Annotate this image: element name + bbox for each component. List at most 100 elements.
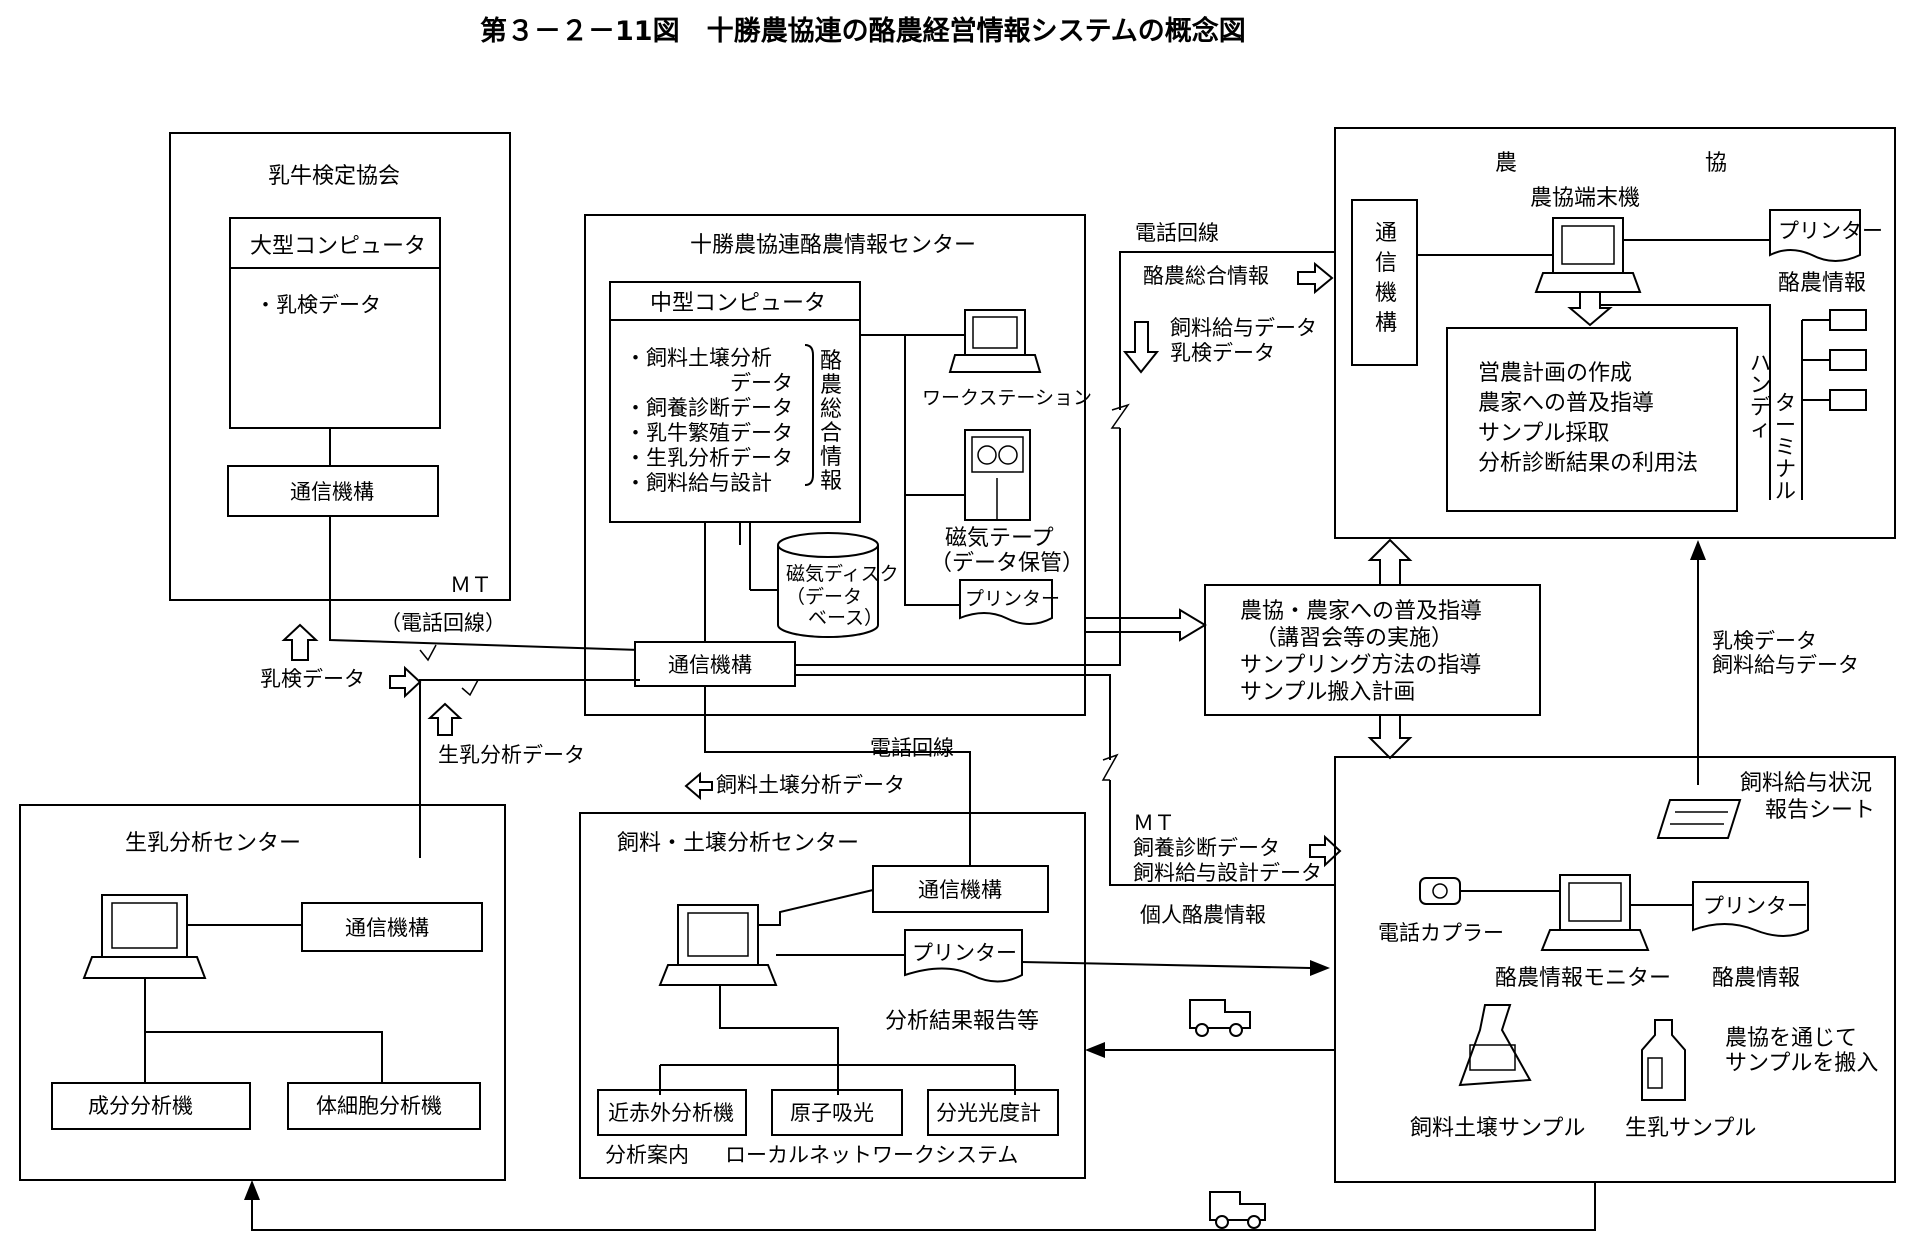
feeding-design-label: 飼料給与設計データ [1133, 861, 1322, 885]
inst-3-box [927, 1089, 1059, 1136]
feed-guide-label: 分析案内 [605, 1143, 689, 1167]
truck-icon-2 [1209, 1191, 1266, 1229]
raw-milk-pc-icon [82, 894, 207, 979]
feeding-diag-label: 飼養診断データ [1133, 836, 1280, 860]
feed-printer-icon [904, 929, 1023, 983]
farm-note-0: 農協を通じて [1725, 1026, 1857, 1051]
large-computer-box [229, 217, 441, 429]
phone-line-top: 電話回線 [1135, 221, 1219, 245]
brace-label-3: 合 [820, 421, 842, 446]
raw-milk-center-box [19, 804, 506, 1181]
guidance-down-arrow [1367, 714, 1413, 760]
milk-check-data-item: ・乳検データ [255, 293, 381, 317]
handy-3: ィ [1750, 417, 1771, 441]
center-item-2: ・飼養診断データ [625, 396, 793, 420]
milk-check-label: 乳検データ [1170, 341, 1275, 365]
handy-terminal-2 [1829, 349, 1867, 371]
center-item-4: ・生乳分析データ [625, 446, 793, 470]
farm-printer-caption: 酪農情報 [1712, 966, 1800, 991]
feed-comm-box [872, 865, 1049, 913]
analyzer-2-label: 体細胞分析機 [316, 1094, 442, 1118]
handy-1: ン [1750, 373, 1771, 397]
disk-label-2: ベース） [808, 607, 883, 629]
handy-terminal-3 [1829, 389, 1867, 411]
return-arrowhead [244, 1180, 260, 1200]
feed-lan-label: ローカルネットワークシステム [725, 1143, 1018, 1167]
feeding-diag-arrow [1309, 834, 1342, 868]
guidance-up-arrow [1367, 538, 1413, 586]
analyzer-1-label: 成分分析機 [88, 1094, 193, 1118]
milk-assoc-mt: ＭＴ [450, 573, 492, 597]
milk-check-left-label: 乳検データ [260, 667, 365, 691]
mt-label-2: ＭＴ [1133, 811, 1175, 835]
milk-sample-label: 生乳サンプル [1625, 1116, 1756, 1141]
nokyo-terminal-label: 農協端末機 [1530, 186, 1640, 211]
nokyo-comm-1: 信 [1375, 251, 1397, 276]
disk-label-0: 磁気ディスク [786, 563, 899, 585]
report-to-farm-arrowhead [1310, 960, 1330, 976]
center-item-1b: データ [730, 371, 793, 395]
telephone-icon [1419, 877, 1461, 905]
feed-sheet-1: 報告シート [1765, 798, 1875, 823]
raw-milk-comm-box [301, 902, 483, 952]
feed-pc-icon [658, 904, 778, 986]
raw-milk-data-label: 生乳分析データ [438, 743, 585, 767]
brace-label-4: 情 [820, 445, 842, 470]
brace-label-5: 報 [820, 469, 842, 494]
nokyo-task-3: 分析診断結果の利用法 [1478, 451, 1698, 476]
center-item-3: ・乳牛繁殖データ [625, 421, 793, 445]
info-center-title: 十勝農協連酪農情報センター [690, 233, 976, 258]
nokyo-title-a: 農 [1495, 151, 1517, 176]
dairy-info-arrow [1297, 261, 1334, 295]
phone-line-paren: （電話回線） [380, 611, 506, 635]
phone-line-mid: 電話回線 [870, 736, 954, 760]
handy-terminal-1 [1829, 309, 1867, 331]
guidance-1: （講習会等の実施） [1255, 626, 1453, 651]
individual-info-label: 個人酪農情報 [1140, 903, 1266, 927]
nokyo-task-0: 営農計画の作成 [1478, 361, 1632, 386]
brace-label-2: 総 [820, 397, 842, 422]
raw-milk-center-title: 生乳分析センター [125, 831, 301, 856]
magnetic-tape-icon [964, 429, 1031, 521]
center-printer-icon [959, 579, 1053, 625]
samples-to-feed-arrowhead [1085, 1042, 1105, 1058]
milk-assoc-comm-label: 通信機構 [290, 480, 374, 504]
magtape-label: 磁気テープ [945, 526, 1054, 551]
nokyo-comm-3: 構 [1375, 311, 1397, 336]
milk-assoc-comm-box [227, 465, 439, 517]
center-to-guidance-arrow [1084, 608, 1207, 642]
analyzer-1-box [51, 1082, 251, 1130]
info-center-box [584, 214, 1086, 716]
magnetic-disk-icon [777, 532, 879, 638]
feed-center-box [579, 812, 1086, 1179]
farm-note-1: サンプルを搬入 [1725, 1051, 1878, 1076]
guidance-box [1204, 584, 1541, 716]
feed-printer-label: プリンター [912, 941, 1017, 965]
center-comm-box [634, 641, 796, 687]
right-feed-label: 飼料給与データ [1712, 653, 1859, 677]
brace-label-0: 酪 [820, 349, 842, 374]
feed-report-label: 分析結果報告等 [885, 1009, 1039, 1034]
coupler-label: 電話カプラー [1378, 921, 1504, 945]
nokyo-printer-caption: 酪農情報 [1778, 271, 1866, 296]
mid-computer-box [609, 281, 861, 523]
nokyo-task-1: 農家への普及指導 [1478, 391, 1654, 416]
feed-soil-data-label: 飼料土壌分析データ [716, 773, 905, 797]
inst-1-label: 近赤外分析機 [608, 1101, 734, 1125]
up-arrowhead-nokyo [1690, 540, 1706, 560]
nokyo-comm-box [1351, 199, 1418, 366]
feed-data-arrow [1122, 321, 1160, 374]
nokyo-comm-2: 機 [1375, 281, 1397, 306]
nokyo-title-b: 協 [1705, 151, 1727, 176]
center-printer-label: プリンター [965, 588, 1060, 610]
brace [804, 344, 814, 486]
workstation-icon [948, 309, 1042, 373]
inst-3-label: 分光光度計 [936, 1101, 1041, 1125]
right-milk-label: 乳検データ [1712, 629, 1817, 653]
milk-assoc-up-arrow [281, 623, 319, 661]
guidance-3: サンプル搬入計画 [1240, 680, 1415, 705]
farm-printer-label: プリンター [1703, 894, 1808, 918]
inst-2-box [771, 1089, 903, 1136]
nokyo-printer-icon [1769, 209, 1861, 262]
